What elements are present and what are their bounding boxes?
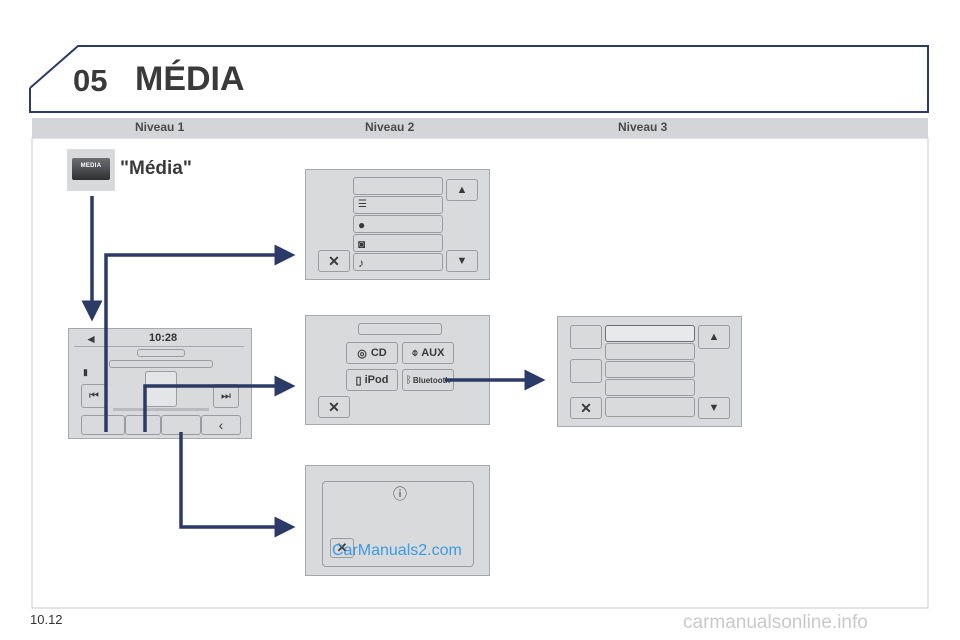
media-button[interactable]: MEDIA: [67, 149, 115, 191]
arrow-to-list: [104, 244, 296, 432]
clock-time: 10:28: [149, 332, 178, 344]
watermark: carmanualsonline.info: [683, 612, 868, 633]
bottom-button-1[interactable]: [81, 415, 125, 435]
side-button-1[interactable]: [570, 325, 602, 349]
list-row-album[interactable]: ◙: [353, 234, 443, 252]
page-number: 10.12: [30, 612, 63, 627]
device-row-2[interactable]: [605, 343, 695, 360]
next-track-button[interactable]: ⏭: [213, 384, 239, 408]
chapter-number: 05: [73, 63, 108, 98]
bottom-button-2[interactable]: [125, 415, 161, 435]
cd-label: CD: [370, 347, 387, 359]
info-screen: ⓘ ✕: [305, 465, 490, 576]
list-row-1[interactable]: [353, 177, 443, 195]
page-title: MÉDIA: [135, 60, 245, 98]
source-title-field: [358, 323, 442, 335]
scroll-up-button[interactable]: ▲: [698, 325, 730, 349]
close-icon: ✕: [328, 398, 340, 415]
close-button[interactable]: ✕: [330, 538, 354, 558]
device-row-selected[interactable]: [605, 325, 695, 342]
next-track-icon: ⏭: [221, 389, 231, 402]
media-label: "Média": [120, 158, 192, 179]
artist-field: [109, 360, 213, 368]
side-button-2[interactable]: [570, 359, 602, 383]
progress-bar: [113, 408, 209, 411]
media-list-screen: ☰ ● ◙ ♪ ▲ ▼ ✕: [305, 169, 490, 280]
column-header-level-3: Niveau 3: [618, 120, 668, 134]
device-row-5[interactable]: [605, 397, 695, 417]
bluetooth-label: Bluetooth: [412, 375, 451, 385]
list-icon: ☰: [358, 199, 367, 210]
close-icon: ✕: [328, 252, 340, 269]
track-field: [137, 349, 185, 357]
bluetooth-list-screen: ▲ ▼ ✕: [557, 316, 742, 427]
previous-track-icon: ⏮: [89, 389, 99, 402]
previous-track-button[interactable]: ⏮: [81, 384, 107, 408]
guitar-icon: ♪: [358, 256, 364, 270]
aux-label: AUX: [421, 347, 445, 359]
arrow-to-info: [179, 432, 296, 538]
album-art: [145, 371, 177, 407]
column-header-level-1: Niveau 1: [135, 120, 185, 134]
divider: [74, 346, 244, 347]
device-row-3[interactable]: [605, 361, 695, 378]
scroll-down-button[interactable]: ▼: [446, 250, 478, 272]
media-button-text: MEDIA: [80, 163, 102, 169]
back-button[interactable]: ‹: [201, 415, 241, 435]
arrow-down-icon: ▼: [708, 402, 720, 414]
album-icon: ◙: [358, 237, 366, 251]
ipod-label: iPod: [364, 374, 389, 386]
info-icon: ⓘ: [393, 486, 407, 502]
speaker-icon: ◄: [85, 332, 97, 346]
close-button[interactable]: ✕: [318, 396, 350, 418]
aux-plug-icon: ⌽: [411, 346, 419, 359]
bluetooth-icon: ᛒ: [405, 374, 412, 386]
arrow-up-icon: ▲: [456, 184, 468, 196]
cd-button[interactable]: ◎CD: [346, 342, 398, 364]
device-row-4[interactable]: [605, 379, 695, 396]
close-icon: ✕: [336, 540, 348, 555]
list-row-genre[interactable]: ♪: [353, 253, 443, 271]
ipod-button[interactable]: ▯iPod: [346, 369, 398, 391]
person-icon: ●: [358, 218, 366, 232]
disc-icon: ◎: [357, 347, 367, 360]
close-button[interactable]: ✕: [318, 250, 350, 272]
chevron-left-icon: ‹: [218, 417, 224, 433]
close-button[interactable]: ✕: [570, 397, 602, 419]
media-main-screen: ◄ 10:28 ▮ ⏮ ⏭ ‹: [68, 328, 252, 439]
list-row-artist[interactable]: ●: [353, 215, 443, 233]
scroll-down-button[interactable]: ▼: [698, 397, 730, 419]
list-row-playlist[interactable]: ☰: [353, 196, 443, 214]
close-icon: ✕: [580, 399, 592, 416]
aux-button[interactable]: ⌽AUX: [402, 342, 454, 364]
carmanuals-overlay: CarManuals2.com: [332, 542, 462, 559]
source-icon: ▮: [83, 367, 88, 377]
ipod-icon: ▯: [355, 374, 362, 387]
column-header-level-2: Niveau 2: [365, 120, 415, 134]
column-header-bar: [32, 118, 928, 138]
arrow-down-icon: ▼: [456, 255, 468, 267]
arrow-to-source: [143, 375, 296, 432]
scroll-up-button[interactable]: ▲: [446, 179, 478, 201]
arrow-up-icon: ▲: [708, 331, 720, 343]
